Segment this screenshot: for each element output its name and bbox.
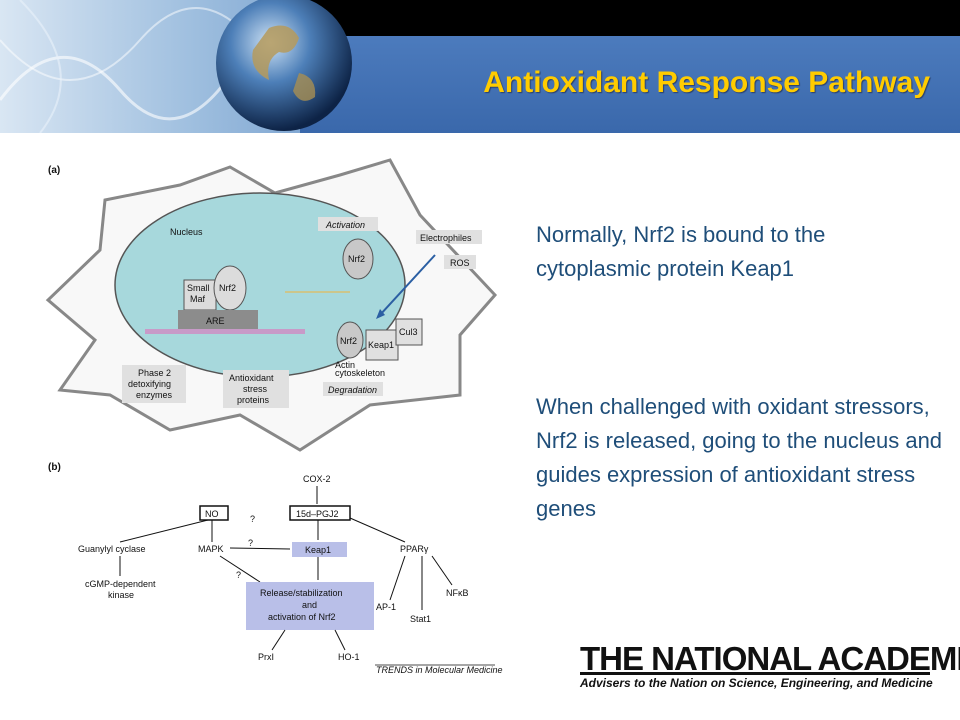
are-label: ARE — [206, 316, 225, 326]
header-black-strip — [300, 0, 960, 36]
electrophiles-label: Electrophiles — [420, 233, 472, 243]
nfkb-label: NFκB — [446, 588, 469, 598]
edge-ppar-ap1 — [389, 555, 406, 601]
header-blue-band — [300, 36, 960, 133]
electrophiles-box — [416, 230, 482, 244]
release-line-1: Release/stabilization — [260, 588, 343, 598]
edge-release-ho1 — [334, 629, 346, 651]
pgj2-label: 15d–PGJ2 — [296, 509, 339, 519]
release-line-2: and — [302, 600, 317, 610]
keap1-label: Keap1 — [368, 340, 394, 350]
pgj2-box — [289, 505, 351, 521]
cgmp-line-1: cGMP-dependent — [85, 579, 156, 589]
question-3: ? — [236, 570, 241, 580]
source-label: TRENDS in Molecular Medicine — [376, 665, 503, 675]
edge-release-prxi — [271, 629, 286, 651]
nrf2-nuclear-label: Nrf2 — [219, 283, 236, 293]
no-label: NO — [205, 509, 219, 519]
edge-pgj2-ppar — [349, 517, 406, 543]
edge-no-guanylyl — [119, 519, 209, 543]
edge-mapk-release — [219, 555, 261, 583]
edge-mapk-keap1 — [229, 547, 291, 550]
figure-a-cell-diagram: Nucleus Activation Nrf2 Electrophiles RO… — [45, 158, 498, 452]
degradation-label: Degradation — [328, 385, 377, 395]
cgmp-line-2: kinase — [108, 590, 134, 600]
header-banner: Antioxidant Response Pathway — [0, 0, 960, 133]
ho1-label: HO-1 — [338, 652, 360, 662]
edge-ppar-nfkb — [431, 555, 453, 586]
question-1: ? — [250, 514, 255, 524]
paragraph-stress-response: When challenged with oxidant stressors, … — [536, 394, 943, 521]
release-line-3: activation of Nrf2 — [268, 612, 336, 622]
activation-box — [318, 217, 378, 231]
figure-a-label: (a) — [48, 165, 61, 176]
phase2-line-3: enzymes — [136, 390, 173, 400]
keap1-cylinder — [365, 329, 399, 361]
stat1-label: Stat1 — [410, 614, 431, 624]
release-box — [246, 582, 374, 630]
cul3-label: Cul3 — [399, 327, 418, 337]
cox2-label: COX-2 — [303, 474, 331, 484]
phase2-box — [122, 365, 186, 403]
ros-box — [444, 255, 476, 269]
figure-b-label: (b) — [48, 462, 61, 473]
small-maf — [183, 279, 217, 311]
ppar-label: PPARγ — [400, 544, 429, 554]
small-maf-label-2: Maf — [190, 294, 206, 304]
antiox-box — [223, 370, 289, 408]
activation-label: Activation — [325, 220, 365, 230]
figure-b-pathway-diagram: COX-2 NO 15d–PGJ2 Guanylyl cyclase MAPK … — [78, 474, 503, 675]
antiox-line-3: proteins — [237, 395, 270, 405]
nrf2-free — [342, 238, 374, 280]
dna-strand — [145, 329, 305, 334]
no-box — [199, 505, 229, 521]
nrf2-bound-label: Nrf2 — [340, 336, 357, 346]
ros-label: ROS — [450, 258, 470, 268]
phase2-line-1: Phase 2 — [138, 368, 171, 378]
actin-label-2: cytoskeleton — [335, 368, 385, 378]
mapk-label: MAPK — [198, 544, 224, 554]
guanylyl-label: Guanylyl cyclase — [78, 544, 146, 554]
national-academies-logo: THE NATIONAL ACADEMIES — [580, 640, 960, 677]
logo-tagline: Advisers to the Nation on Science, Engin… — [580, 676, 933, 690]
nrf2-free-label: Nrf2 — [348, 254, 365, 264]
prxi-label: PrxI — [258, 652, 274, 662]
cul3-cylinder — [395, 318, 423, 346]
slide-title: Antioxidant Response Pathway — [483, 66, 930, 99]
degradation-box — [323, 382, 383, 396]
logo-rule — [580, 672, 930, 675]
stress-arrowhead — [376, 309, 385, 319]
keap1-box — [292, 542, 347, 557]
question-2: ? — [248, 538, 253, 548]
are-element — [178, 310, 258, 330]
antiox-line-1: Antioxidant — [229, 373, 274, 383]
globe-image — [216, 0, 352, 131]
ap1-label: AP-1 — [376, 602, 396, 612]
nucleus-label: Nucleus — [170, 227, 203, 237]
antiox-line-2: stress — [243, 384, 268, 394]
small-maf-label-1: Small — [187, 283, 210, 293]
paragraph-normal-state: Normally, Nrf2 is bound to the cytoplasm… — [536, 222, 826, 281]
keap1-label-b: Keap1 — [305, 545, 331, 555]
actin-label-1: Actin — [335, 360, 355, 370]
nrf2-bound — [336, 321, 364, 359]
stress-arrow — [379, 254, 436, 316]
phase2-line-2: detoxifying — [128, 379, 171, 389]
